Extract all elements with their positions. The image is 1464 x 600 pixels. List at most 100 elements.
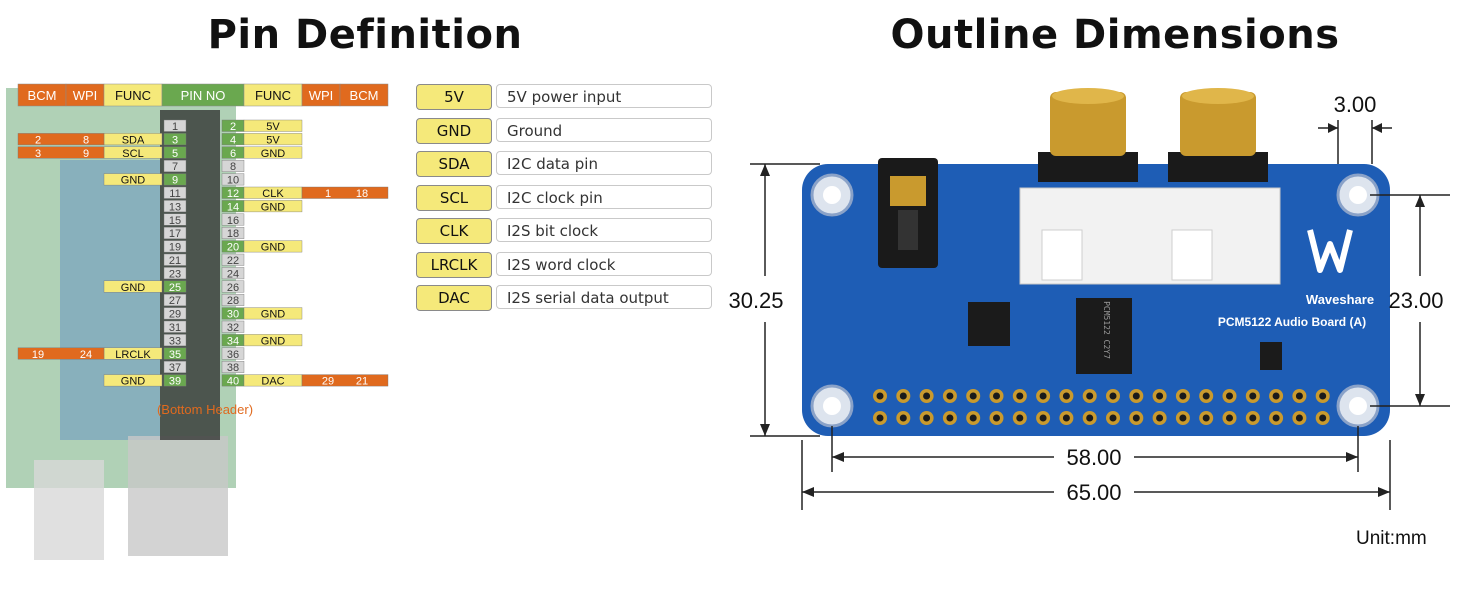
pin-row-right: 24 (221, 267, 245, 280)
legend-tag: LRCLK (416, 251, 492, 278)
pin-number: 35 (169, 349, 181, 361)
pin-wpi: 1 (325, 188, 331, 200)
legend-description: 5V power input (496, 84, 712, 108)
dim-width-holes: 58.00 (1066, 445, 1121, 470)
pin-number-cell (163, 186, 187, 199)
pin-func: DAC (261, 376, 284, 388)
chip-marking: PCM5122 C2Y7 (1102, 301, 1111, 359)
pin-number: 14 (227, 201, 239, 213)
pin-number-cell (163, 146, 187, 159)
pin-func: 5V (266, 134, 280, 146)
pin-func: SCL (122, 148, 143, 160)
pin-row-right: 22 (221, 253, 245, 267)
pin-wpi: 8 (83, 134, 89, 146)
pin-bcm-wpi-cell (301, 186, 389, 199)
pin-number: 4 (230, 134, 236, 146)
pin-row-right: 26 (221, 280, 245, 294)
pin-number-cell (163, 307, 187, 320)
pin-number: 11 (169, 188, 180, 200)
pin-wpi: 24 (80, 349, 92, 361)
pin-row-left: 13 (163, 200, 187, 213)
pin-number-cell (221, 159, 245, 172)
pin-wpi: 9 (83, 148, 89, 160)
pin-number: 38 (227, 362, 239, 374)
pin-number-cell (163, 361, 187, 373)
pin-number: 20 (227, 242, 239, 254)
pin-number: 29 (169, 309, 181, 321)
pin-row-right: 28 (221, 293, 245, 307)
waveshare-logo (1307, 229, 1353, 273)
pin-number: 36 (227, 349, 239, 361)
pin-number: 39 (169, 376, 181, 388)
pin-number-cell (163, 293, 187, 306)
pin-number: 19 (169, 242, 181, 254)
pin-bcm-wpi-cell (17, 347, 105, 360)
pcm5122-chip: PCM5122 C2Y7 (1076, 298, 1132, 374)
legend-tag: CLK (416, 218, 492, 244)
pin-row-left: 27 (163, 293, 187, 307)
pin-func-cell (103, 280, 163, 293)
pin-number-cell (163, 226, 187, 239)
pin-number: 40 (227, 376, 239, 388)
outline-dimensions-drawing: PCM5122 C2Y7 Waveshare PCM5122 Audio Boa… (728, 88, 1450, 510)
pin-number: 27 (169, 295, 181, 307)
pin-func: 5V (266, 121, 280, 133)
pin-row-left: 17 (163, 226, 187, 240)
pin-number-cell (163, 280, 187, 293)
pin-number: 26 (227, 282, 239, 294)
pin-number-cell (163, 159, 187, 172)
pin-number-cell (163, 119, 187, 132)
legend-description: I2S bit clock (496, 218, 712, 242)
pin-number-cell (163, 133, 187, 146)
pin-number: 15 (169, 215, 181, 227)
pin-row-right: 8 (221, 159, 245, 173)
pin-number: 1 (172, 121, 178, 133)
pin-number-cell (221, 361, 245, 373)
outline-dimensions-title: Outline Dimensions (890, 12, 1340, 58)
pin-number-cell (163, 173, 187, 186)
pin-func: CLK (262, 188, 284, 200)
pin-func-cell (243, 200, 303, 213)
pin-number-cell (163, 320, 187, 333)
pin-number-cell (163, 240, 187, 253)
legend-description: I2C data pin (496, 151, 712, 175)
pin-func: GND (121, 175, 146, 187)
header-label: WPI (73, 88, 98, 103)
pin-row-right: 18 (221, 226, 245, 240)
pin-number-cell (221, 280, 245, 293)
pin-number-cell (221, 226, 245, 239)
pin-bcm: 3 (35, 148, 41, 160)
pin-func-cell (103, 374, 163, 387)
pin-row-right: 4 5V (221, 133, 303, 146)
pin-number: 10 (227, 175, 239, 187)
pin-row-right: 36 (221, 347, 245, 361)
header-label: WPI (309, 88, 334, 103)
pin-row-left: 1 (163, 119, 187, 133)
bottom-header-label: (Bottom Header) (157, 402, 253, 417)
pin-number-cell (163, 267, 187, 280)
audio-jack (878, 158, 938, 268)
legend-tag: DAC (416, 285, 492, 311)
usb-port (34, 460, 104, 560)
pin-func: GND (261, 309, 286, 321)
header-label: FUNC (115, 88, 151, 103)
header-label: PIN NO (181, 88, 226, 103)
pin-func-cell (243, 146, 303, 159)
pin-row-left: 31 (163, 320, 187, 334)
pin-number: 17 (169, 228, 181, 240)
pin-wpi: 29 (322, 376, 334, 388)
legend-description: I2S serial data output (496, 285, 712, 309)
pin-row-left: 29 (163, 307, 187, 321)
pin-number-cell (221, 293, 245, 306)
